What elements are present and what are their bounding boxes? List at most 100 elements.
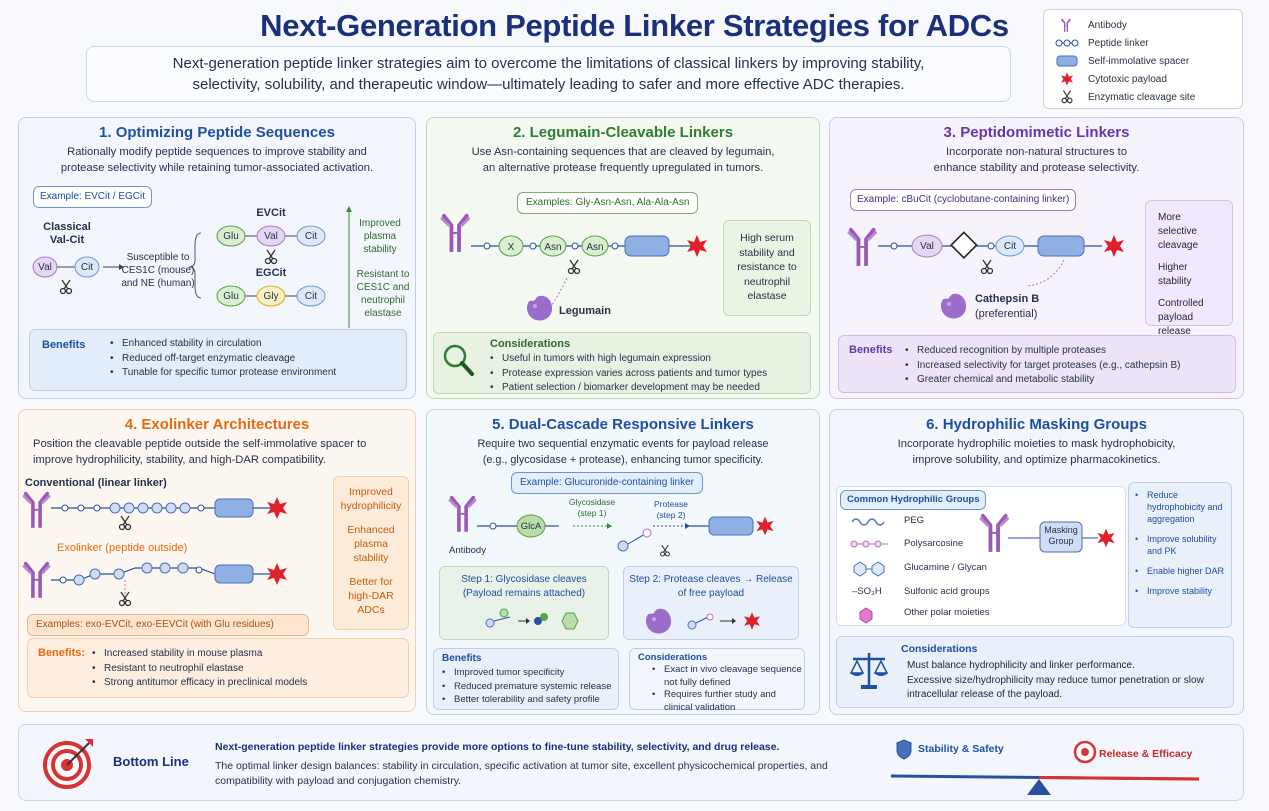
side-notes: Improved hydrophilicity Enhanced plasma …	[333, 476, 409, 630]
list-item: Reduced off-target enzymatic cleavage	[110, 352, 336, 367]
so3h-label: –SO₃H	[852, 586, 882, 597]
panel-exolinker: 4. Exolinker Architectures Position the …	[18, 409, 416, 712]
benefits-list: Reduced recognition by multiple protease…	[905, 344, 1180, 388]
group-item: Other polar moieties	[904, 607, 990, 618]
benefits-box: Benefits: Increased stability in mouse p…	[27, 638, 409, 698]
panel-desc: Incorporate non-natural structures to en…	[933, 146, 1140, 174]
egcit-label: EGCit	[255, 267, 287, 279]
list-item: Requires further study and clinical vali…	[652, 689, 802, 714]
legend-item-payload: Cytotoxic payload	[1054, 70, 1232, 88]
considerations-box: Considerations Useful in tumors with hig…	[433, 332, 811, 395]
panel-desc: Use Asn-containing sequences that are cl…	[471, 146, 775, 174]
list-item: Improve stability	[1135, 585, 1225, 597]
panel-title: 2. Legumain-Cleavable Linkers	[512, 124, 734, 141]
benefits-label: Benefits	[42, 339, 86, 351]
considerations-list: Exact in vivo cleavage sequence not full…	[652, 664, 802, 714]
bottom-line-text-2: The optimal linker design balances: stab…	[215, 760, 828, 787]
stability-label: Stability & Safety	[918, 743, 1004, 755]
example-label: Example: Glucuronide-containing linker	[511, 472, 703, 494]
consideration-text: Must balance hydrophilicity and linker p…	[907, 660, 1135, 671]
list-item: Enable higher DAR	[1135, 565, 1225, 577]
dual-cascade-diagram	[448, 495, 774, 557]
side-list: Reduce hydrophobicity and aggregation Im…	[1135, 489, 1225, 597]
side-note: Improved hydrophilicity	[340, 486, 402, 512]
list-item: Better tolerability and safety profile	[442, 693, 611, 707]
step2-label: Step 2: Protease cleaves → Release of fr…	[629, 574, 793, 599]
example-label: Examples: Gly-Asn-Asn, Ala-Ala-Asn	[517, 192, 699, 214]
list-item: Improve solubility and PK	[1135, 533, 1225, 557]
list-item: Resistant to neutrophil elastase	[92, 662, 307, 677]
panel-dual-cascade: 5. Dual-Cascade Responsive Linkers Requi…	[426, 409, 820, 715]
magnifier-icon	[443, 344, 474, 376]
bottom-line-text: Next-generation peptide linker strategie…	[215, 741, 780, 753]
legend: Antibody Peptide linker Self-immolative …	[1043, 9, 1243, 109]
sequence-diagram	[32, 206, 352, 328]
susceptible-label: Susceptible to CES1C (mouse) and NE (hum…	[121, 252, 195, 289]
side-notes: More selective cleavage Higher stability…	[1145, 200, 1233, 337]
list-item: Strong antitumor efficacy in preclinical…	[92, 676, 307, 691]
list-item: Reduce hydrophobicity and aggregation	[1135, 489, 1225, 525]
protease-step-label: Protease (step 2)	[653, 499, 689, 520]
cit-node-label-3: Cit	[304, 291, 318, 302]
peptidomimetic-diagram	[847, 227, 1124, 319]
glca-node-label: GlcA	[520, 521, 542, 532]
masking-group-label: Masking Group	[1044, 525, 1078, 546]
considerations-label: Considerations	[901, 643, 978, 655]
legend-item-peptide-linker: Peptide linker	[1054, 34, 1232, 52]
list-item: Improved tumor specificity	[442, 666, 611, 680]
list-item: Useful in tumors with high legumain expr…	[490, 352, 767, 367]
benefits-label: Benefits	[849, 344, 893, 356]
payload-icon	[1061, 72, 1073, 86]
improved-label: Improved plasma stability	[359, 218, 401, 255]
panel-hydrophilic-masking: 6. Hydrophilic Masking Groups Incorporat…	[829, 409, 1244, 715]
panel-peptidomimetic: 3. Peptidomimetic Linkers Incorporate no…	[829, 117, 1244, 399]
bottom-line-label: Bottom Line	[113, 754, 189, 769]
group-item: Glucamine / Glycan	[904, 562, 987, 573]
legend-item-spacer: Self-immolative spacer	[1054, 52, 1232, 70]
group-item: PEG	[904, 515, 925, 526]
asn-node-label-2: Asn	[586, 242, 604, 253]
panel-optimizing-peptide-sequences: 1. Optimizing Peptide Sequences Rational…	[18, 117, 416, 399]
example-label: Example: EVCit / EGCit	[33, 186, 153, 208]
bottom-line-panel: Bottom Line Next-generation peptide link…	[18, 724, 1244, 801]
panel-title: 3. Peptidomimetic Linkers	[943, 124, 1130, 141]
glu-node-label-3: Glu	[223, 291, 239, 302]
legend-item-cleavage: Enzymatic cleavage site	[1054, 88, 1232, 106]
balance-diagram	[890, 739, 1200, 795]
antibody-label: Antibody	[449, 545, 486, 556]
considerations-label: Considerations	[638, 652, 708, 663]
side-note: High serum stability and resistance to n…	[723, 220, 811, 316]
legumain-diagram	[440, 213, 707, 321]
preferential-label: (preferential)	[975, 308, 1038, 320]
cathepsin-label: Cathepsin B	[975, 293, 1040, 305]
step1-label: Step 1: Glycosidase cleaves (Payload rem…	[461, 574, 587, 599]
target-icon	[43, 739, 93, 789]
benefits-label: Benefits	[442, 653, 482, 664]
val-node-label-2: Val	[264, 231, 278, 242]
example-label: Example: cBuCit (cyclobutane-containing …	[850, 189, 1077, 211]
antibody-icon	[1060, 18, 1072, 32]
consideration-text: Excessive size/hydrophilicity may reduce…	[907, 675, 1204, 700]
legend-item-antibody: Antibody	[1054, 16, 1232, 34]
side-note: Better for high-DAR ADCs	[348, 576, 394, 616]
cit-node-label: Cit	[1003, 241, 1017, 252]
panel-title: 4. Exolinker Architectures	[124, 416, 310, 433]
side-notes: Reduce hydrophobicity and aggregation Im…	[1128, 482, 1232, 628]
example-label: Examples: exo-EVCit, exo-EEVCit (with Gl…	[27, 614, 309, 636]
side-note: Enhanced plasma stability	[347, 524, 395, 564]
intro-text: Next-generation peptide linker strategie…	[86, 46, 1011, 102]
list-item: Greater chemical and metabolic stability	[905, 373, 1180, 388]
cit-node-label: Cit	[80, 262, 94, 273]
list-item: Tunable for specific tumor protease envi…	[110, 366, 336, 381]
list-item: Protease expression varies across patien…	[490, 367, 767, 382]
benefits-label: Benefits:	[38, 647, 86, 659]
release-label: Release & Efficacy	[1099, 748, 1193, 760]
balance-scale-icon	[849, 653, 889, 689]
legumain-label: Legumain	[559, 305, 611, 317]
panel-title: 1. Optimizing Peptide Sequences	[99, 124, 335, 141]
asn-node-label: Asn	[544, 242, 562, 253]
benefits-box: Benefits Reduced recognition by multiple…	[838, 335, 1236, 393]
cit-node-label-2: Cit	[304, 231, 318, 242]
group-item: Polysarcosine	[904, 538, 964, 549]
side-note: Higher stability	[1158, 262, 1192, 287]
